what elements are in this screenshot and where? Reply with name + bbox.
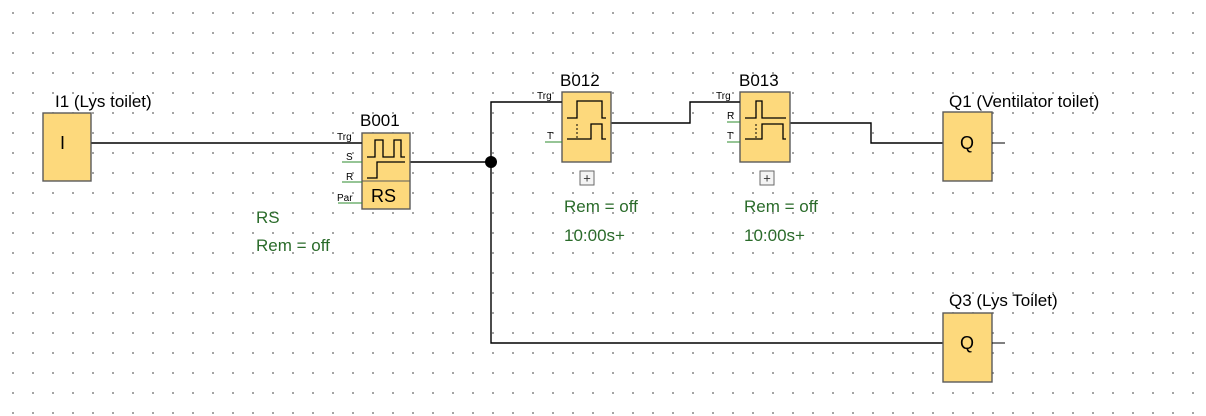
b012-expand-icon: +: [583, 171, 591, 186]
b013-expand-button[interactable]: +: [759, 170, 775, 186]
b012-pin-trg: Trg: [537, 91, 552, 102]
b013-pin-r: R: [727, 111, 734, 122]
pulse-symbol-icon: [367, 139, 405, 158]
step-symbol-icon: [367, 161, 405, 179]
q3-label: Q3 (Lys Toilet): [949, 291, 1058, 310]
output-block-q1[interactable]: Q: [942, 111, 993, 182]
b001-param-rem: Rem = off: [256, 236, 330, 255]
retentive-pulse-symbol-icon: [745, 100, 786, 119]
b012-expand-button[interactable]: +: [579, 170, 595, 186]
b013-pin-trg: Trg: [716, 91, 731, 102]
retentive-output-symbol-icon: [745, 123, 786, 140]
wire-junction-q3[interactable]: [490, 162, 943, 344]
function-block-b001[interactable]: RS: [361, 132, 411, 210]
wire-b013-q1[interactable]: [790, 122, 943, 144]
b001-pin-r: R: [346, 172, 353, 183]
b012-param-time: 10:00s+: [564, 226, 625, 245]
delay-pulse-symbol-icon: [567, 100, 606, 119]
b001-pin-s: S: [346, 152, 353, 163]
b012-label: B012: [560, 71, 600, 90]
b001-pin-par: Par: [337, 193, 353, 204]
function-block-b012[interactable]: [561, 91, 612, 163]
delay-output-symbol-icon: [567, 123, 606, 140]
input-block-i1[interactable]: I: [42, 112, 92, 182]
b012-pin-t: T: [547, 131, 553, 142]
b013-pin-t: T: [727, 131, 733, 142]
b013-expand-icon: +: [763, 171, 771, 186]
q3-letter: Q: [960, 333, 974, 353]
input-letter: I: [60, 133, 65, 153]
b001-label: B001: [360, 111, 400, 130]
b012-param-rem: Rem = off: [564, 197, 638, 216]
q1-label: Q1 (Ventilator toilet): [949, 92, 1099, 111]
b013-param-rem: Rem = off: [744, 197, 818, 216]
rs-symbol-text: RS: [371, 186, 396, 206]
wire-b012-b013[interactable]: [611, 101, 740, 124]
b013-param-time: 10:00s+: [744, 226, 805, 245]
function-block-b013[interactable]: [739, 91, 791, 163]
b013-label: B013: [739, 71, 779, 90]
b001-param-type: RS: [256, 208, 280, 227]
junction-dot: [485, 156, 497, 168]
b001-pin-trg: Trg: [337, 132, 352, 143]
q1-letter: Q: [960, 133, 974, 153]
i1-label: I1 (Lys toilet): [55, 92, 152, 111]
output-block-q3[interactable]: Q: [942, 312, 993, 383]
